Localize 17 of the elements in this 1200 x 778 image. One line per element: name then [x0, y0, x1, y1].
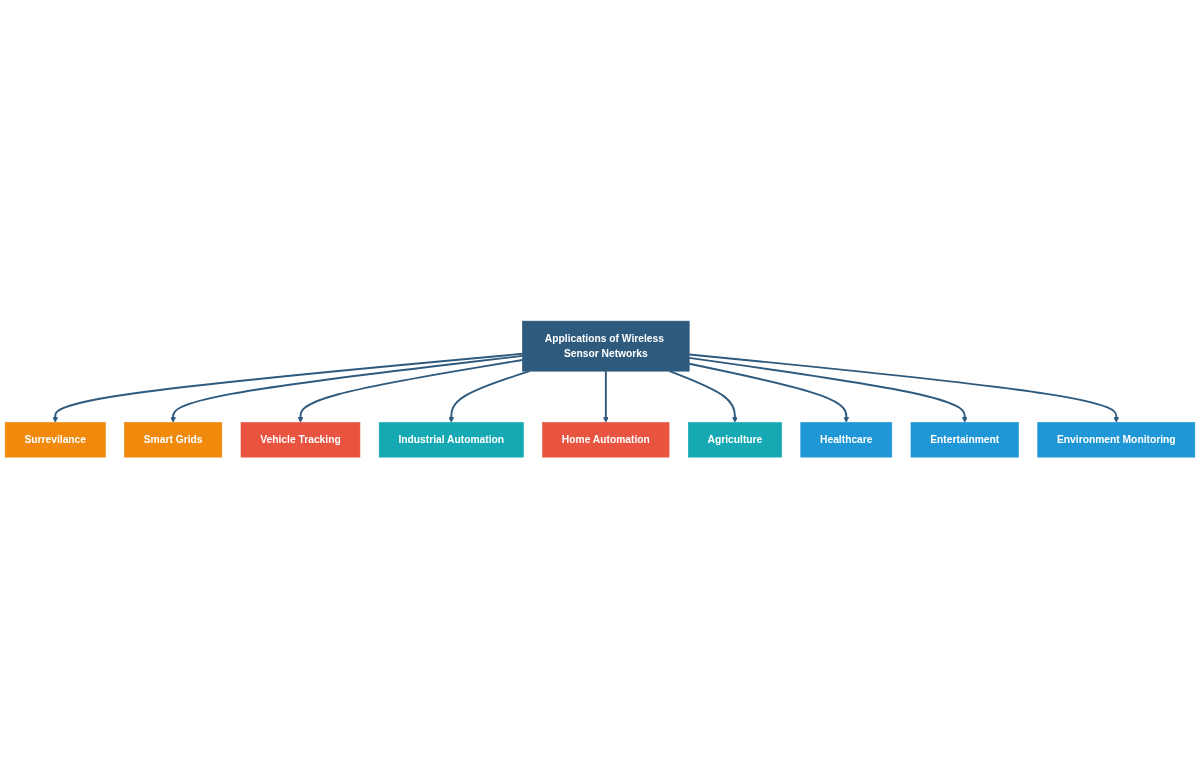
- arrow: [297, 358, 524, 423]
- arrow: [52, 352, 524, 423]
- node-box: Vehicle Tracking: [240, 422, 361, 458]
- node-box: Surrevilance: [4, 422, 106, 458]
- node-box: Agriculture: [688, 422, 782, 458]
- node-box: Smart Grids: [124, 422, 223, 458]
- arrow: [603, 370, 609, 423]
- arrow: [688, 353, 1120, 423]
- node-box: Entertainment: [910, 422, 1019, 458]
- node-box: Industrial Automation: [378, 422, 524, 458]
- arrow: [688, 362, 850, 423]
- node-box: Environment Monitoring: [1037, 422, 1196, 458]
- node-box: Healthcare: [800, 422, 893, 458]
- node-box: Home Automation: [542, 422, 670, 458]
- node-box: Applications of Wireless Sensor Networks: [522, 320, 690, 372]
- arrow: [688, 356, 968, 423]
- arrow: [170, 354, 524, 423]
